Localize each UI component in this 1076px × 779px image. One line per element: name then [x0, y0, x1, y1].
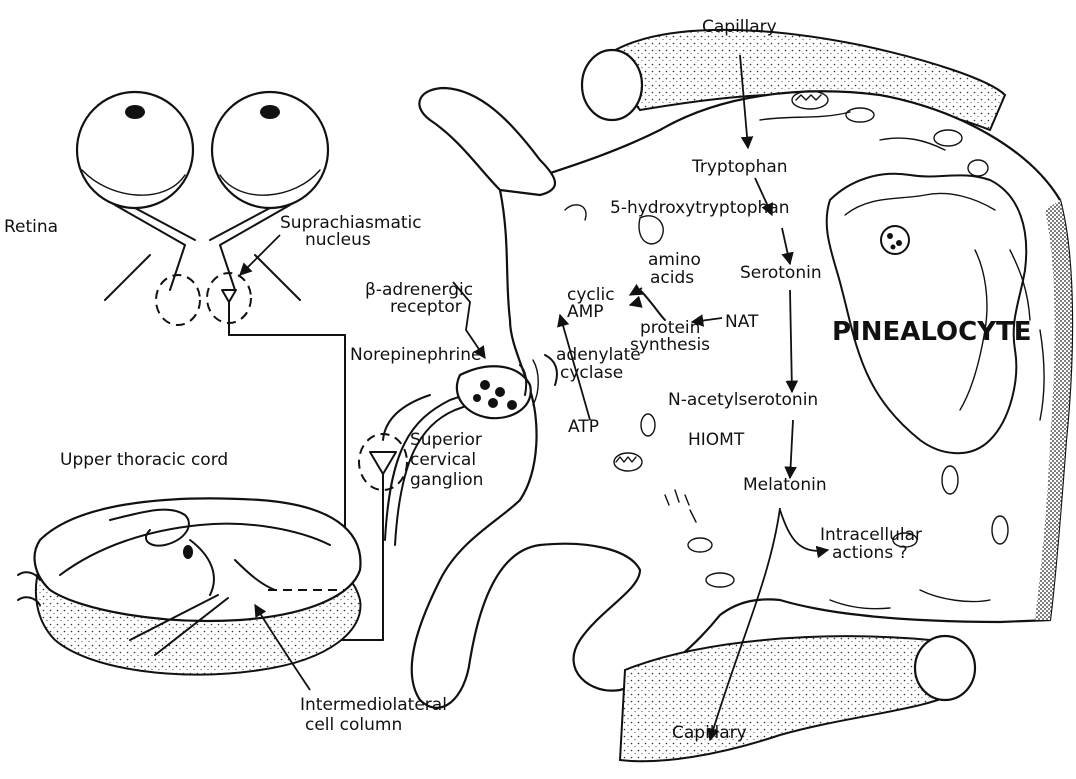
label-acids: acids	[650, 268, 694, 288]
label-atp: ATP	[568, 417, 599, 437]
label-superior: Superior	[410, 430, 482, 450]
label-hiomt: HIOMT	[688, 430, 745, 450]
label-retina: Retina	[4, 217, 58, 237]
cell-process-top	[419, 88, 555, 195]
label-synthesis: synthesis	[630, 335, 710, 355]
label-nucleus: nucleus	[305, 230, 371, 250]
label-amp: AMP	[567, 302, 604, 322]
label-norepinephrine: Norepinephrine	[350, 345, 481, 365]
label-cyclase: cyclase	[560, 363, 623, 383]
label-melatonin: Melatonin	[743, 475, 827, 495]
label-adenylate: adenylate	[556, 345, 641, 365]
label-actions: actions ?	[832, 543, 908, 563]
label-cell-column: cell column	[305, 715, 402, 735]
label-nat: NAT	[725, 312, 759, 332]
label-n-acetylserotonin: N-acetylserotonin	[668, 390, 818, 410]
label-intracellular: Intracellular	[820, 525, 922, 545]
label-pinealocyte: PINEALOCYTE	[832, 317, 1032, 347]
label-serotonin: Serotonin	[740, 263, 822, 283]
label-upper-thoracic: Upper thoracic cord	[60, 450, 228, 470]
label-intermediolateral: Intermediolateral	[300, 695, 447, 715]
label-receptor: receptor	[390, 297, 462, 317]
spinal-cord	[18, 498, 360, 690]
label-capillary-bottom: Capillary	[672, 723, 747, 743]
label-ganglion: ganglion	[410, 470, 483, 490]
pupil-right	[260, 105, 280, 119]
label-amino: amino	[648, 250, 701, 270]
label-tryptophan: Tryptophan	[691, 157, 788, 177]
scn-left	[156, 275, 200, 325]
pupil-left	[125, 105, 145, 119]
label-capillary-top: Capillary	[702, 17, 777, 37]
label-cervical: cervical	[410, 450, 476, 470]
label-5-hydroxytryptophan: 5-hydroxytryptophan	[610, 198, 790, 218]
